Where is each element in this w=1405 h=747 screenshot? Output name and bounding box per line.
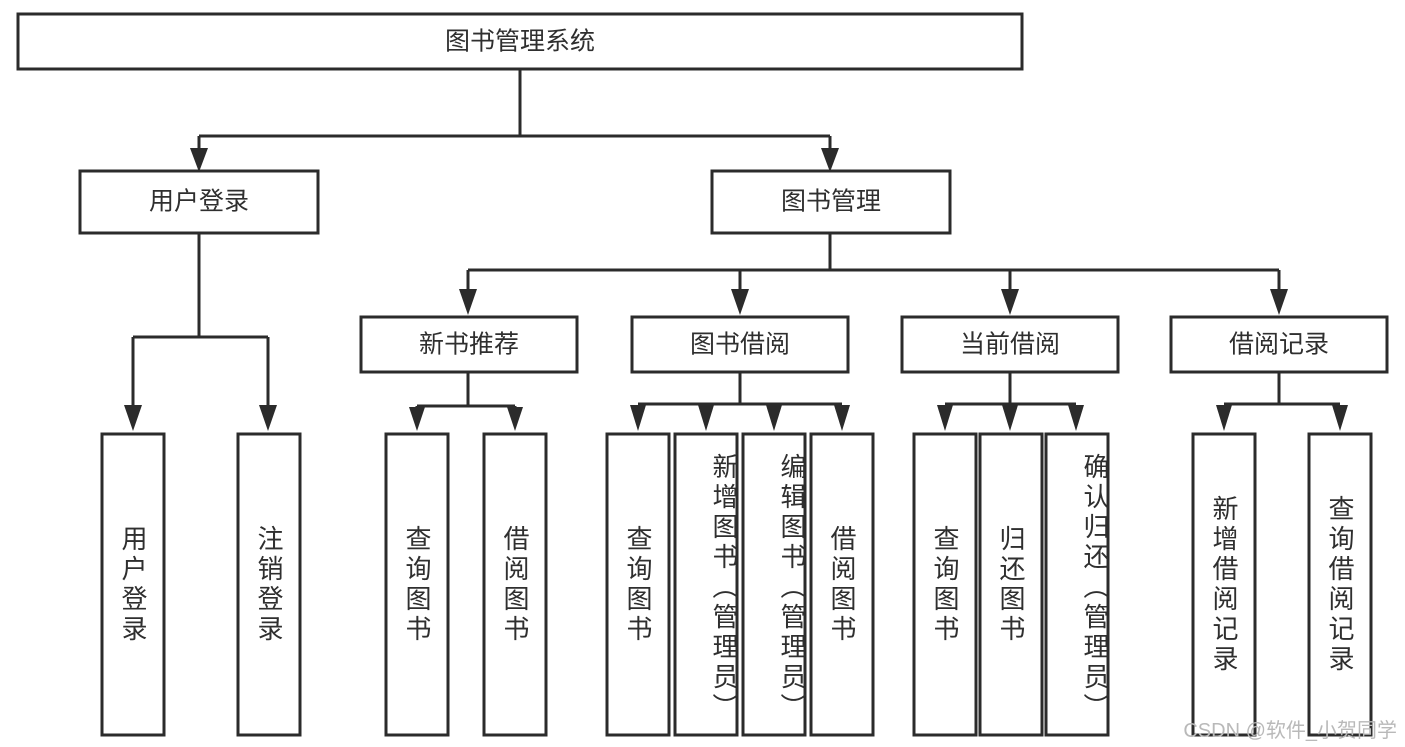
arrow-root-to-bookmgmt — [821, 148, 839, 172]
node-new-book-recommend-label: 新书推荐 — [419, 331, 519, 359]
arrow-borrowrecord-leaf-2 — [1332, 405, 1348, 431]
leaf-box-book-borrow-4[interactable] — [809, 432, 875, 737]
node-borrow-record-box[interactable] — [1169, 315, 1389, 374]
leaf-box-current-borrow-2[interactable] — [978, 432, 1044, 737]
leaf-box-borrow-record-1[interactable] — [1191, 432, 1257, 737]
arrow-newbook-leaf-2 — [507, 407, 523, 431]
node-current-borrow-label: 当前借阅 — [960, 331, 1060, 359]
node-current-borrow-box[interactable] — [900, 315, 1120, 374]
node-book-management[interactable]: 图书管理 — [710, 169, 952, 235]
arrow-bookborrow-leaf-4 — [834, 405, 850, 431]
connectors-bookborrow-to-leaves — [630, 372, 850, 431]
arrow-bookborrow-leaf-1 — [630, 405, 646, 431]
node-user-login-label: 用户登录 — [149, 188, 249, 216]
node-book-borrow[interactable]: 图书借阅 — [630, 315, 850, 374]
connectors-newbook-to-leaves — [409, 372, 523, 431]
leaf-box-book-borrow-3[interactable] — [741, 432, 807, 737]
leaf-box-book-borrow-1[interactable] — [605, 432, 671, 737]
leaf-box-current-borrow-3[interactable] — [1044, 432, 1110, 737]
connectors-currentborrow-to-leaves — [937, 372, 1084, 431]
arrow-bookmgmt-c3 — [1001, 289, 1019, 315]
connectors-userlogin-to-leaves — [124, 233, 277, 431]
node-root-box[interactable] — [16, 12, 1024, 71]
leaf-box-new-book-2[interactable] — [482, 432, 548, 737]
arrow-currentborrow-leaf-3 — [1068, 405, 1084, 431]
leaf-box-book-borrow-2[interactable] — [673, 432, 739, 737]
connectors-bookmgmt-to-level3 — [459, 233, 1288, 315]
arrow-bookborrow-leaf-2 — [698, 405, 714, 431]
arrow-bookmgmt-c1 — [459, 289, 477, 315]
node-borrow-record[interactable]: 借阅记录 — [1169, 315, 1389, 374]
node-book-borrow-label: 图书借阅 — [690, 331, 790, 359]
node-root[interactable]: 图书管理系统 — [16, 12, 1024, 71]
node-borrow-record-label: 借阅记录 — [1229, 331, 1329, 359]
leaf-box-new-book-1[interactable] — [384, 432, 450, 737]
node-current-borrow[interactable]: 当前借阅 — [900, 315, 1120, 374]
leaf-box-user-login-1[interactable] — [100, 432, 166, 737]
arrow-newbook-leaf-1 — [409, 407, 425, 431]
leaf-box-current-borrow-1[interactable] — [912, 432, 978, 737]
arrow-bookmgmt-c2 — [731, 289, 749, 315]
arrow-bookborrow-leaf-3 — [766, 405, 782, 431]
arrow-userlogin-leaf-1 — [124, 405, 142, 431]
node-root-label: 图书管理系统 — [445, 28, 595, 56]
node-book-management-box[interactable] — [710, 169, 952, 235]
leaf-box-user-login-2[interactable] — [236, 432, 302, 737]
connectors-borrowrecord-to-leaves — [1216, 372, 1348, 431]
node-new-book-recommend-box[interactable] — [359, 315, 579, 374]
node-book-management-label: 图书管理 — [781, 188, 881, 216]
arrow-root-to-userlogin — [190, 148, 208, 172]
node-book-borrow-box[interactable] — [630, 315, 850, 374]
connectors-root-to-level2 — [190, 69, 839, 172]
arrow-currentborrow-leaf-2 — [1002, 405, 1018, 431]
node-new-book-recommend[interactable]: 新书推荐 — [359, 315, 579, 374]
node-user-login-box[interactable] — [78, 169, 320, 235]
leaf-box-borrow-record-2[interactable] — [1307, 432, 1373, 737]
arrow-userlogin-leaf-2 — [259, 405, 277, 431]
arrow-borrowrecord-leaf-1 — [1216, 405, 1232, 431]
arrow-bookmgmt-c4 — [1270, 289, 1288, 315]
node-user-login[interactable]: 用户登录 — [78, 169, 320, 235]
arrow-currentborrow-leaf-1 — [937, 405, 953, 431]
